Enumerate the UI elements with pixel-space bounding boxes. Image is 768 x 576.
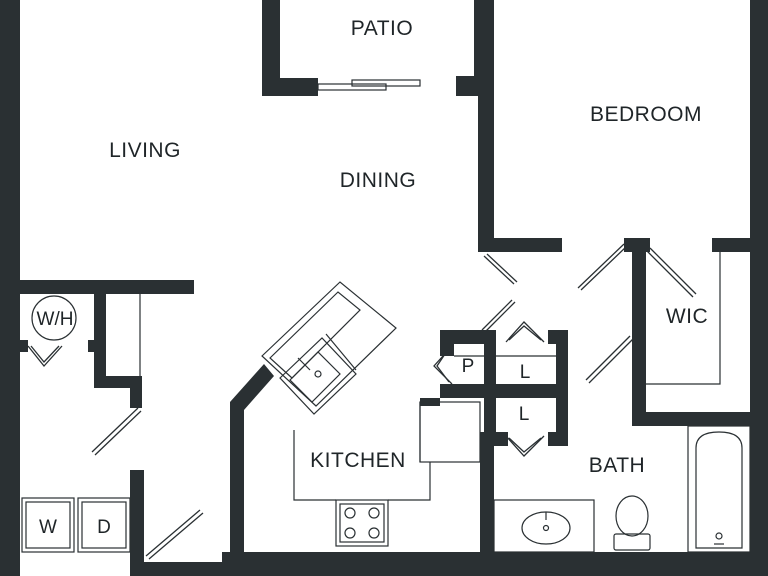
room-label-bedroom: BEDROOM [590, 103, 702, 126]
closet-outlines [139, 252, 721, 385]
room-label-dining: DINING [340, 169, 417, 192]
bathtub-icon [687, 425, 751, 553]
laundry-fixtures [21, 295, 131, 553]
kitchen-sink-icon [279, 337, 357, 415]
refrigerator [419, 401, 481, 463]
room-label-wic: WIC [666, 305, 708, 328]
label-linen-lower: L [519, 404, 530, 425]
label-dryer: D [97, 517, 111, 538]
fixture-labels: W/H W D P L L [37, 309, 531, 538]
toilet-icon [613, 495, 651, 551]
label-linen-upper: L [520, 362, 531, 383]
room-label-patio: PATIO [351, 17, 413, 40]
bath-fixtures [493, 425, 751, 553]
water-heater [31, 295, 77, 341]
doors [27, 243, 697, 560]
label-water-heater: W/H [37, 309, 74, 330]
patio-sliding-door [317, 79, 421, 91]
label-pantry: P [462, 356, 475, 377]
dryer [77, 497, 131, 553]
room-label-kitchen: KITCHEN [310, 449, 406, 472]
room-label-living: LIVING [109, 139, 181, 162]
label-washer: W [39, 517, 57, 538]
washer [21, 497, 75, 553]
kitchen-fixtures [261, 281, 481, 547]
room-labels: PATIO LIVING DINING BEDROOM WIC KITCHEN … [109, 17, 708, 477]
room-label-bath: BATH [589, 454, 645, 477]
range-icon [335, 499, 389, 547]
